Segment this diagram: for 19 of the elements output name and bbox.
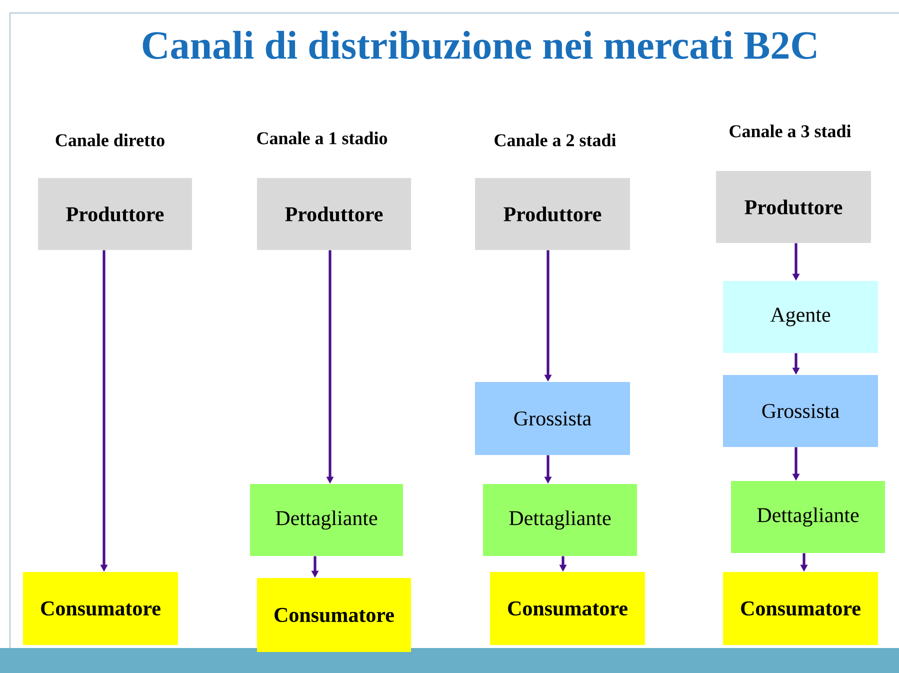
- agent-box: Agente: [723, 281, 878, 353]
- column-heading: Canale diretto: [56, 134, 164, 146]
- column-heading: Canale a 3 stadi: [730, 124, 851, 138]
- consumer-box: Consumatore: [723, 572, 878, 645]
- producer-box: Produttore: [38, 178, 192, 250]
- producer-box: Produttore: [716, 171, 871, 243]
- consumer-box: Consumatore: [23, 572, 178, 645]
- producer-box: Produttore: [257, 178, 411, 250]
- producer-box: Produttore: [475, 178, 630, 250]
- retailer-box: Dettagliante: [483, 484, 637, 556]
- wholesaler-box: Grossista: [475, 382, 630, 455]
- consumer-box: Consumatore: [257, 578, 411, 652]
- column-heading: Canale a 2 stadi: [494, 134, 616, 146]
- retailer-box: Dettagliante: [250, 484, 403, 556]
- consumer-box: Consumatore: [490, 572, 645, 645]
- wholesaler-box: Grossista: [723, 375, 878, 447]
- title: Canali di distribuzione nei mercati B2C: [142, 30, 816, 60]
- retailer-box: Dettagliante: [731, 481, 885, 553]
- column-heading: Canale a 1 stadio: [257, 132, 388, 144]
